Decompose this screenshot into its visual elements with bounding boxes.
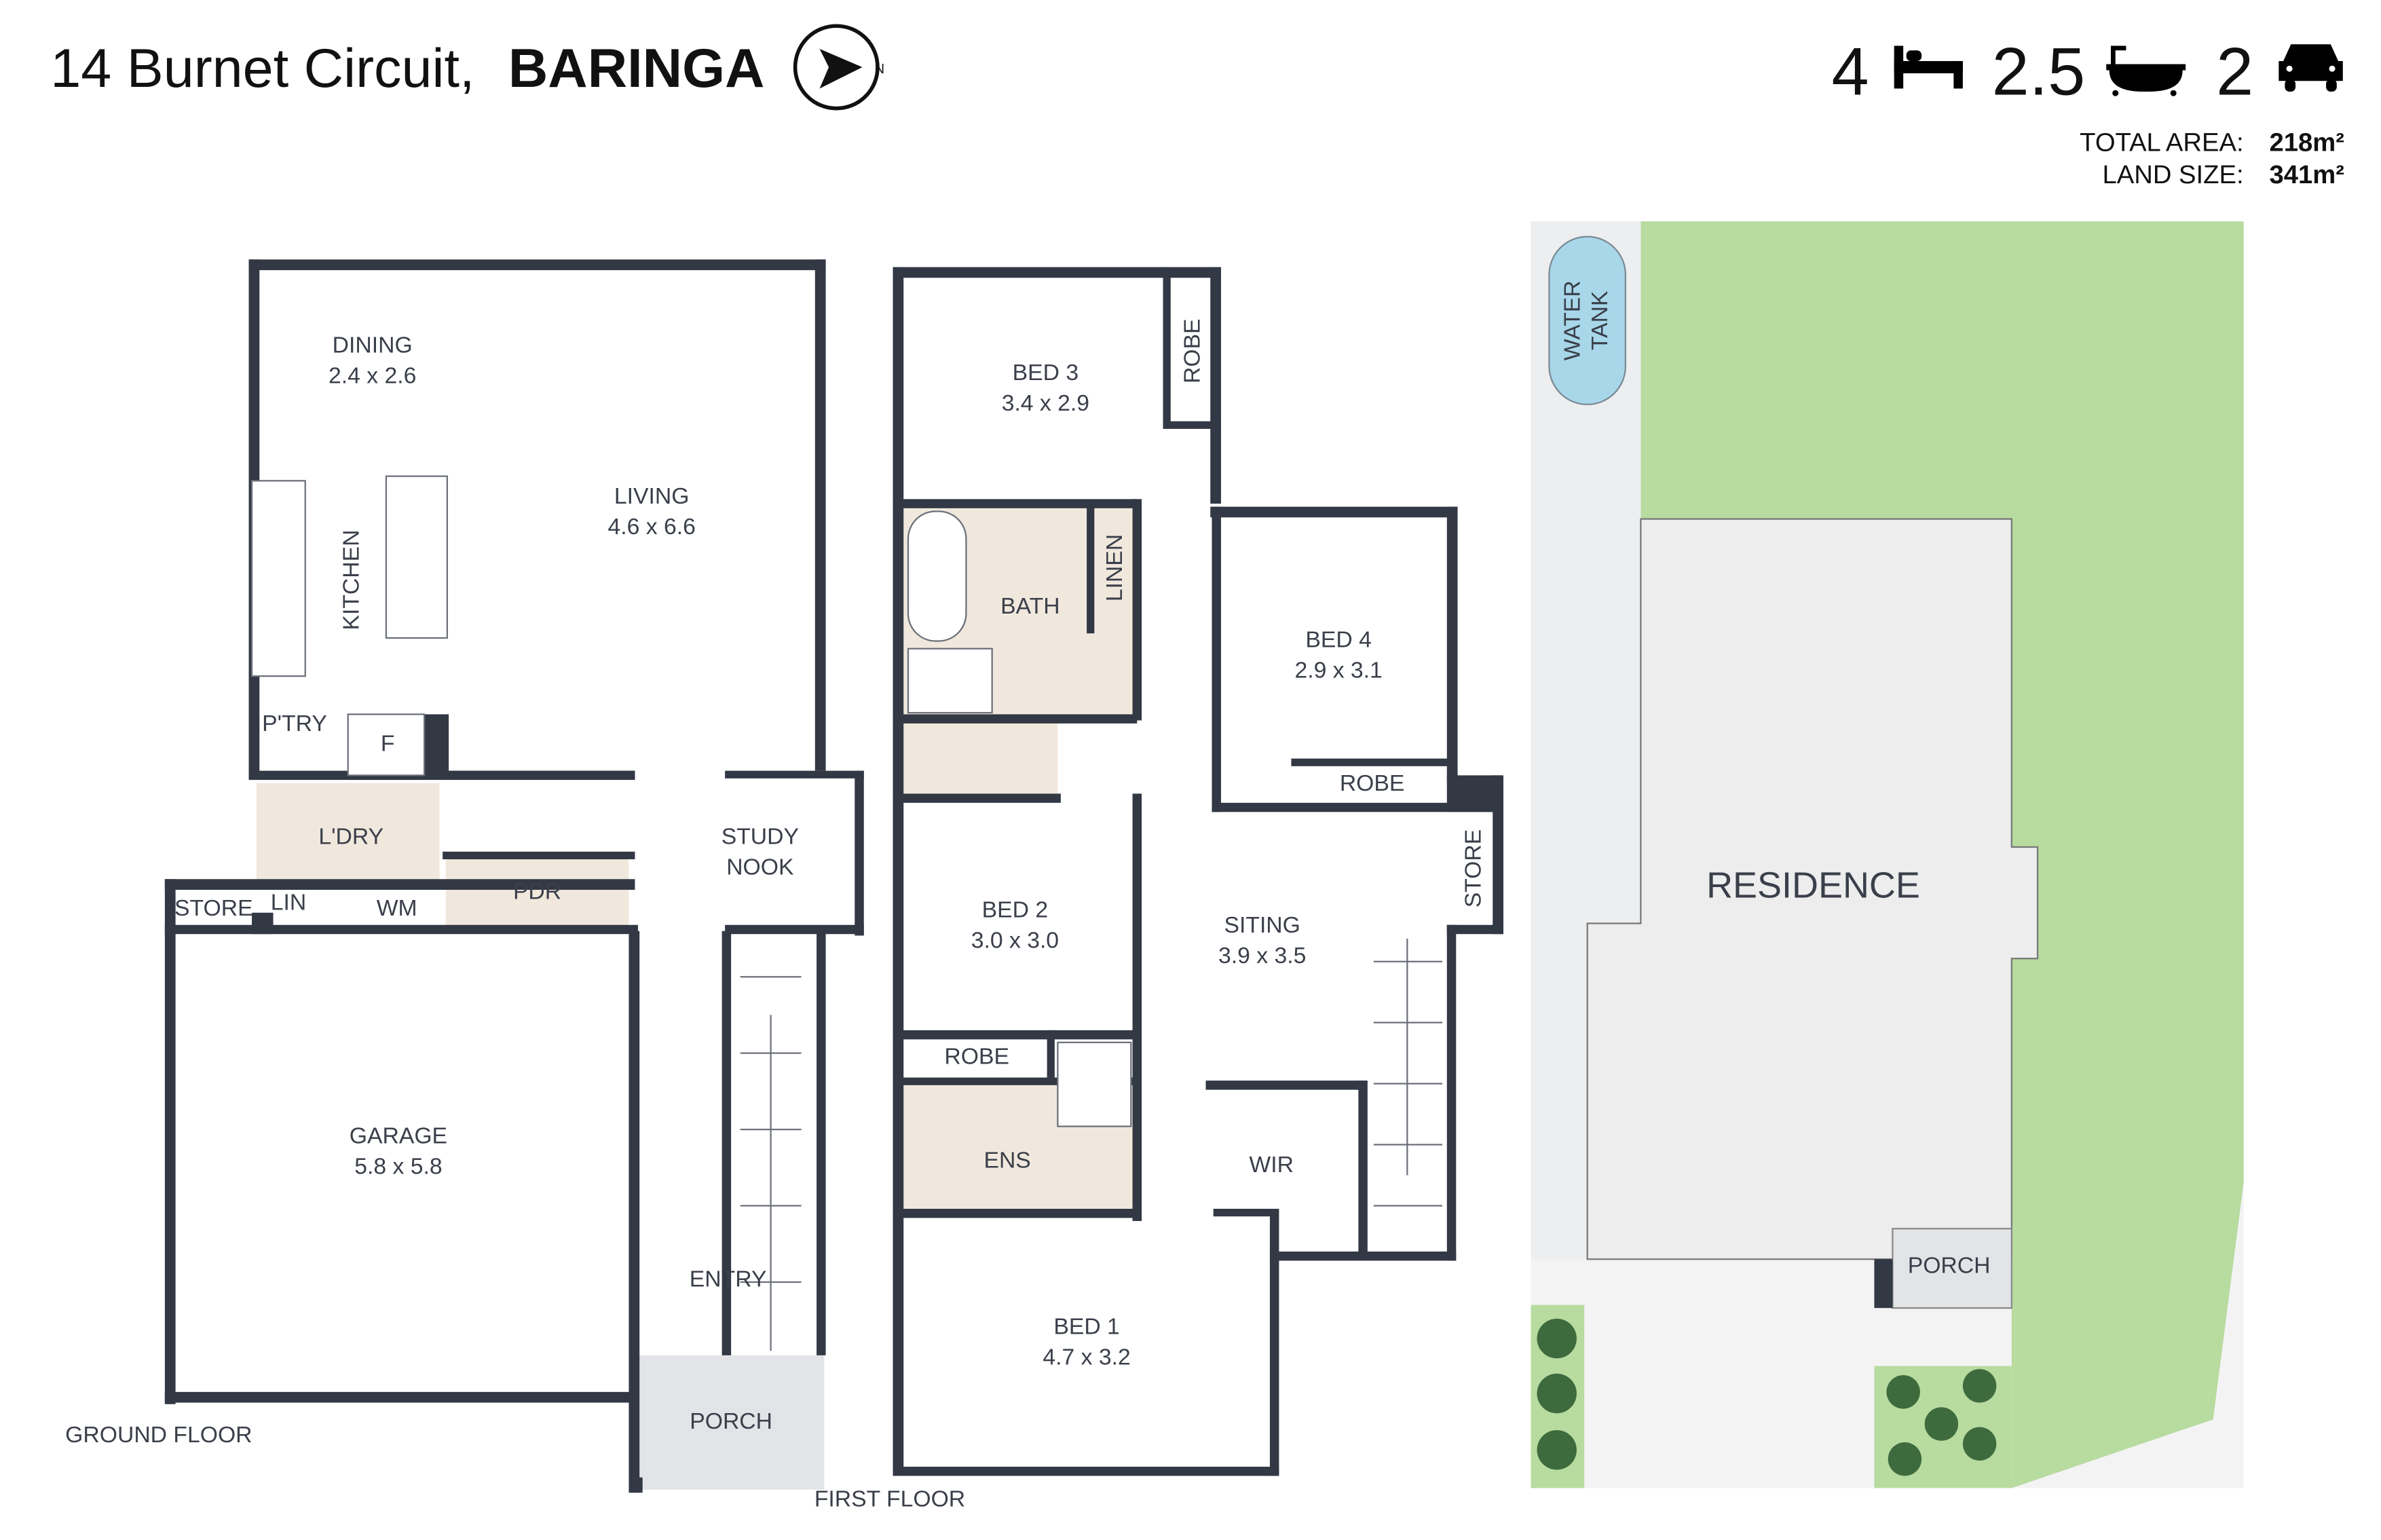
room-label: STORE [1460, 829, 1486, 908]
room-label: NOOK [726, 854, 794, 880]
bed-icon [1894, 45, 1963, 89]
svg-text:N: N [875, 62, 885, 77]
residence-label: RESIDENCE [1706, 865, 1920, 905]
room-label: KITCHEN [338, 530, 364, 631]
room-label: LIVING [614, 483, 690, 509]
total-area-label: TOTAL AREA: [2080, 128, 2243, 157]
room-label: BED 1 [1053, 1313, 1119, 1339]
room-label: STUDY [721, 824, 799, 850]
room-label: ENS [983, 1147, 1030, 1173]
room-label: SITING [1224, 912, 1300, 938]
car-count: 2 [2216, 33, 2253, 109]
site-plan: WATER TANK RESIDENCE PORCH [1531, 221, 2244, 1488]
bed-count: 4 [1831, 33, 1869, 109]
room-label: BED 2 [982, 897, 1048, 923]
room-label: WIR [1249, 1152, 1294, 1178]
room-label: ROBE [1340, 770, 1405, 796]
room-label: ROBE [944, 1043, 1009, 1069]
porch-label: PORCH [1908, 1252, 1991, 1278]
land-size-label: LAND SIZE: [2102, 160, 2243, 189]
bath-icon [2106, 45, 2186, 96]
room-size: 3.9 x 3.5 [1218, 943, 1306, 969]
room-size: 3.4 x 2.9 [1002, 390, 1089, 416]
room-label: BED 3 [1013, 360, 1079, 386]
room-label: BATH [1000, 593, 1060, 619]
room-label: F [381, 730, 395, 756]
first-floor-plan: BED 3 3.4 x 2.9 ROBE BATH LINEN BED 4 2.… [814, 267, 1503, 1512]
total-area: 218m² [2270, 128, 2344, 157]
room-label: LIN [271, 889, 306, 915]
room-label: BED 4 [1305, 626, 1371, 652]
room-label: WM [377, 895, 417, 921]
bath-count: 2.5 [1992, 33, 2086, 109]
room-size: 2.4 x 2.6 [329, 362, 416, 388]
ground-floor-plan: DINING 2.4 x 2.6 LIVING 4.6 x 6.6 KITCHE… [65, 259, 864, 1493]
water-tank-label: TANK [1587, 290, 1613, 350]
suburb: BARINGA [508, 38, 765, 99]
compass-icon: N [793, 24, 885, 111]
room-label: GARAGE [350, 1123, 447, 1148]
room-label: PDR [513, 879, 561, 905]
room-label: ROBE [1179, 318, 1205, 383]
land-size: 341m² [2270, 160, 2344, 189]
room-label: DINING [333, 332, 413, 358]
floor-label: FIRST FLOOR [814, 1486, 965, 1512]
room-size: 2.9 x 3.1 [1294, 657, 1382, 683]
room-size: 4.6 x 6.6 [608, 514, 696, 540]
room-size: 4.7 x 3.2 [1043, 1344, 1130, 1370]
room-label: STORE [174, 895, 253, 921]
room-label: PORCH [690, 1408, 772, 1434]
address: 14 Burnet Circuit, [50, 38, 474, 99]
room-label: P'TRY [262, 711, 327, 736]
car-icon [2279, 44, 2343, 92]
water-tank-label: WATER [1559, 280, 1585, 360]
room-label: LINEN [1102, 534, 1127, 601]
room-size: 3.0 x 3.0 [971, 927, 1059, 953]
room-size: 5.8 x 5.8 [354, 1153, 442, 1179]
room-label: ENTRY [690, 1266, 767, 1292]
floor-label: GROUND FLOOR [65, 1422, 252, 1448]
room-label: L'DRY [318, 824, 383, 850]
